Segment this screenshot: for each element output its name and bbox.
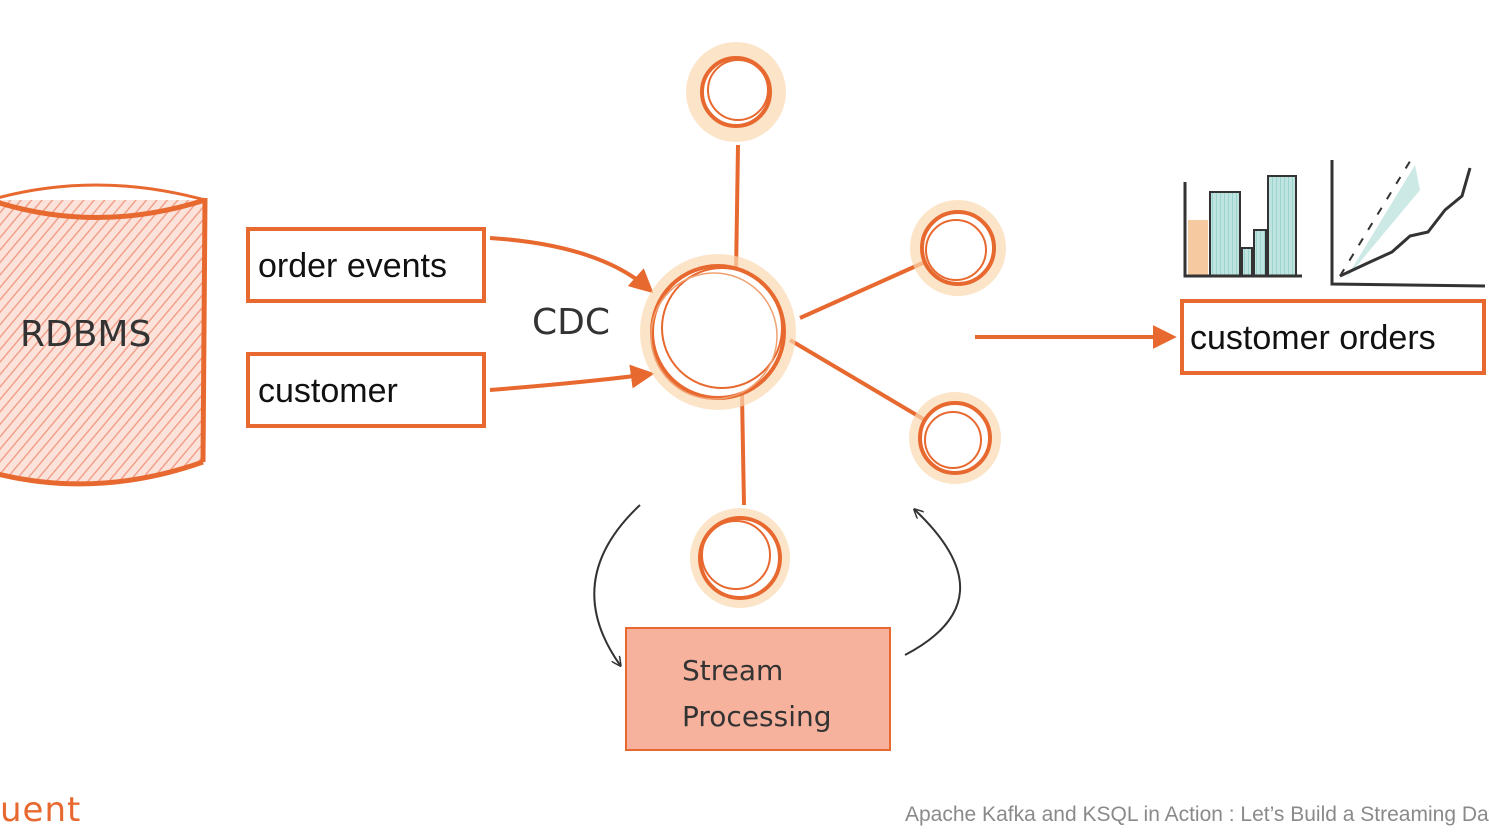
rdbms-cylinder: RDBMS <box>0 183 208 487</box>
topic-node-top <box>686 42 786 142</box>
rdbms-label: RDBMS <box>20 314 151 355</box>
brand-logo: uent <box>0 790 82 830</box>
stream-processing-line1: Stream <box>682 654 783 687</box>
customer-arrow <box>489 364 655 392</box>
stream-processing-box: Stream Processing <box>625 627 891 751</box>
kafka-hub <box>640 254 796 410</box>
bar-chart-icon <box>1183 175 1302 278</box>
processing-output-arrow <box>904 510 962 656</box>
order-events-arrow <box>489 236 654 294</box>
topic-node-right-upper <box>910 200 1006 296</box>
hub-spokes <box>734 144 927 506</box>
customer-box: customer <box>246 352 486 428</box>
topic-node-bottom <box>690 508 790 608</box>
topic-node-right-lower <box>909 392 1001 484</box>
line-chart-icon <box>1330 157 1486 288</box>
order-events-label: order events <box>258 247 447 285</box>
order-events-box: order events <box>246 227 486 303</box>
cdc-label: CDC <box>532 302 610 343</box>
processing-input-arrow <box>593 504 641 665</box>
customer-orders-label: customer orders <box>1190 319 1436 357</box>
stream-processing-line2: Processing <box>682 700 832 733</box>
customer-orders-box: customer orders <box>1180 299 1486 375</box>
slide-footer-caption: Apache Kafka and KSQL in Action : Let’s … <box>905 803 1489 826</box>
customer-label: customer <box>258 372 398 410</box>
